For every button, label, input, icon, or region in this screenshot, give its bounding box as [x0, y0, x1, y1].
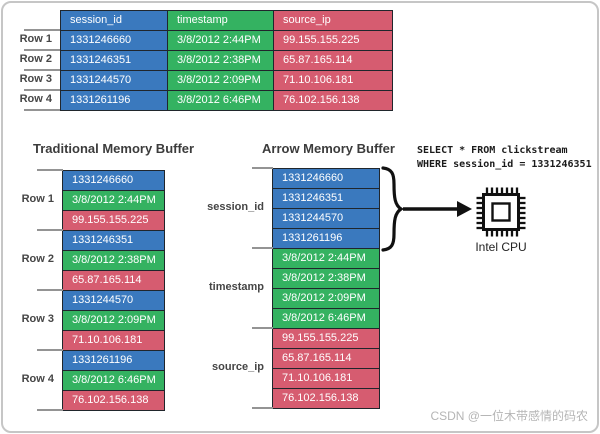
table-cell: 71.10.106.181 [273, 70, 393, 91]
buffer-cell: 1331244570 [272, 208, 380, 229]
buffer-cell: 1331244570 [62, 290, 165, 311]
table-column-source-ip: source_ip 99.155.155.225 65.87.165.114 7… [273, 10, 393, 111]
row-label: Row 1 [19, 33, 52, 45]
buffer-cell: 3/8/2012 2:38PM [62, 250, 165, 271]
row-label: Row 2 [19, 53, 52, 65]
buffer-cell: 3/8/2012 6:46PM [62, 370, 165, 391]
row-label: Row 3 [21, 313, 54, 325]
arrow-buffer-title: Arrow Memory Buffer [262, 141, 395, 156]
group-tick [37, 289, 63, 291]
sql-query-text: SELECT * FROM clickstream WHERE session_… [417, 144, 592, 172]
table-cell: 1331246660 [60, 30, 168, 51]
column-header: timestamp [167, 10, 274, 31]
column-header: session_id [60, 10, 168, 31]
buffer-cell: 1331246660 [62, 170, 165, 191]
buffer-cell: 1331261196 [62, 350, 165, 371]
buffer-cell: 1331246351 [62, 230, 165, 251]
arrow-memory-buffer: 1331246660 1331246351 1331244570 1331261… [272, 168, 380, 409]
table-cell: 1331261196 [60, 90, 168, 111]
row-label: Row 1 [21, 193, 54, 205]
row-tick [24, 69, 60, 71]
buffer-cell: 99.155.155.225 [62, 210, 165, 231]
group-tick [37, 349, 63, 351]
buffer-cell: 99.155.155.225 [272, 328, 380, 349]
table-cell: 3/8/2012 6:46PM [167, 90, 274, 111]
cpu-chip-icon [476, 187, 526, 237]
buffer-cell: 3/8/2012 2:44PM [62, 190, 165, 211]
row-tick [24, 89, 60, 91]
row-tick [24, 29, 60, 31]
row-label: Row 4 [21, 373, 54, 385]
buffer-cell: 76.102.156.138 [62, 390, 165, 411]
buffer-cell: 3/8/2012 2:09PM [62, 310, 165, 331]
buffer-cell: 71.10.106.181 [62, 330, 165, 351]
buffer-cell: 65.87.165.114 [272, 348, 380, 369]
curly-brace-icon [381, 166, 404, 252]
table-cell: 1331244570 [60, 70, 168, 91]
group-tick [252, 407, 273, 409]
group-tick [252, 327, 273, 329]
buffer-cell: 65.87.165.114 [62, 270, 165, 291]
row-tick [24, 109, 60, 111]
clickstream-table: session_id 1331246660 1331246351 1331244… [60, 10, 393, 111]
table-column-timestamp: timestamp 3/8/2012 2:44PM 3/8/2012 2:38P… [167, 10, 274, 111]
arrow-head-icon [457, 201, 472, 217]
row-label: Row 3 [19, 73, 52, 85]
buffer-cell: 1331246351 [272, 188, 380, 209]
buffer-cell: 71.10.106.181 [272, 368, 380, 389]
traditional-memory-buffer: 1331246660 3/8/2012 2:44PM 99.155.155.22… [62, 170, 165, 411]
table-cell: 76.102.156.138 [273, 90, 393, 111]
column-header: source_ip [273, 10, 393, 31]
row-label: Row 4 [19, 93, 52, 105]
row-label: Row 2 [21, 253, 54, 265]
buffer-cell: 1331246660 [272, 168, 380, 189]
traditional-buffer-title: Traditional Memory Buffer [33, 141, 195, 156]
buffer-cell: 3/8/2012 2:09PM [272, 288, 380, 309]
table-cell: 65.87.165.114 [273, 50, 393, 71]
table-cell: 99.155.155.225 [273, 30, 393, 51]
buffer-cell: 3/8/2012 2:44PM [272, 248, 380, 269]
group-tick [252, 247, 273, 249]
group-tick [37, 409, 63, 411]
csdn-watermark: CSDN @一位木带感情的码农 [430, 409, 588, 423]
brace-and-arrow-graphic [381, 166, 472, 252]
table-cell: 1331246351 [60, 50, 168, 71]
group-tick [252, 167, 273, 169]
row-tick [24, 49, 60, 51]
sql-line-2: WHERE session_id = 1331246351 [417, 159, 592, 170]
group-tick [37, 169, 63, 171]
cpu-label: Intel CPU [475, 240, 527, 254]
table-cell: 3/8/2012 2:38PM [167, 50, 274, 71]
table-cell: 3/8/2012 2:44PM [167, 30, 274, 51]
buffer-cell: 76.102.156.138 [272, 388, 380, 409]
buffer-cell: 3/8/2012 6:46PM [272, 308, 380, 329]
sql-line-1: SELECT * FROM clickstream [417, 145, 568, 156]
column-label: session_id [207, 201, 264, 213]
buffer-cell: 1331261196 [272, 228, 380, 249]
table-column-session-id: session_id 1331246660 1331246351 1331244… [60, 10, 168, 111]
buffer-cell: 3/8/2012 2:38PM [272, 268, 380, 289]
column-label: source_ip [212, 361, 264, 373]
column-label: timestamp [208, 281, 264, 293]
group-tick [37, 229, 63, 231]
table-cell: 3/8/2012 2:09PM [167, 70, 274, 91]
